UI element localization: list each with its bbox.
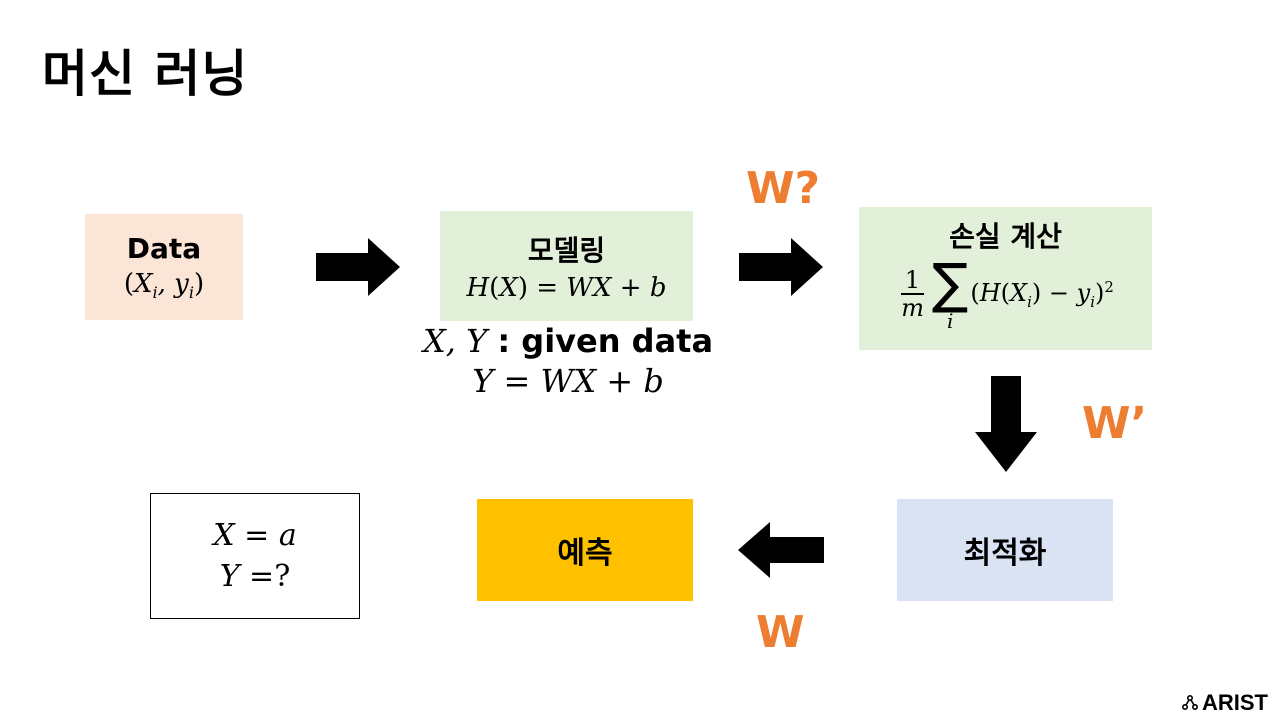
modeling-box-label: 모델링 xyxy=(527,234,606,267)
modeling-box: 모델링 H(X) = WX + b xyxy=(440,211,693,321)
loss-box: 손실 계산 1 m ∑ i (H(Xi) − yi)2 xyxy=(859,207,1152,350)
arrow-down-icon xyxy=(975,376,1037,472)
data-box: Data (Xi, yi) xyxy=(85,214,243,320)
loss-box-label: 손실 계산 xyxy=(949,220,1062,253)
w-prime-label: W’ xyxy=(1082,398,1148,449)
predict-box: 예측 xyxy=(477,499,693,601)
data-box-formula: (Xi, yi) xyxy=(123,268,205,303)
brand-text: ARIST xyxy=(1202,690,1268,715)
modeling-box-formula: H(X) = WX + b xyxy=(466,273,667,303)
molecule-icon xyxy=(1181,694,1199,711)
query-box: X = a Y =? xyxy=(150,493,360,619)
page-title: 머신 러닝 xyxy=(42,45,249,103)
arrow-right-icon xyxy=(739,238,823,296)
model-note-vars: X, Y xyxy=(422,322,488,360)
sigma-icon: ∑ xyxy=(931,252,969,315)
model-note: X, Y : given data Y = WX + b xyxy=(410,322,726,400)
w-question-label: W? xyxy=(746,163,821,214)
loss-box-formula: 1 m ∑ i (H(Xi) − yi)2 xyxy=(900,252,1114,333)
data-box-label: Data xyxy=(126,231,202,265)
model-note-text: : given data xyxy=(497,322,714,360)
predict-box-label: 예측 xyxy=(557,536,613,571)
query-line-1: X = a xyxy=(213,518,297,553)
query-line-2: Y =? xyxy=(219,559,291,594)
optimize-box-label: 최적화 xyxy=(963,536,1047,571)
arrow-left-icon xyxy=(738,522,824,578)
brand-logo: ARIST xyxy=(1181,690,1268,716)
w-label: W xyxy=(756,607,805,658)
optimize-box: 최적화 xyxy=(897,499,1113,601)
model-note-equation: Y = WX + b xyxy=(472,362,664,400)
arrow-right-icon xyxy=(316,238,400,296)
